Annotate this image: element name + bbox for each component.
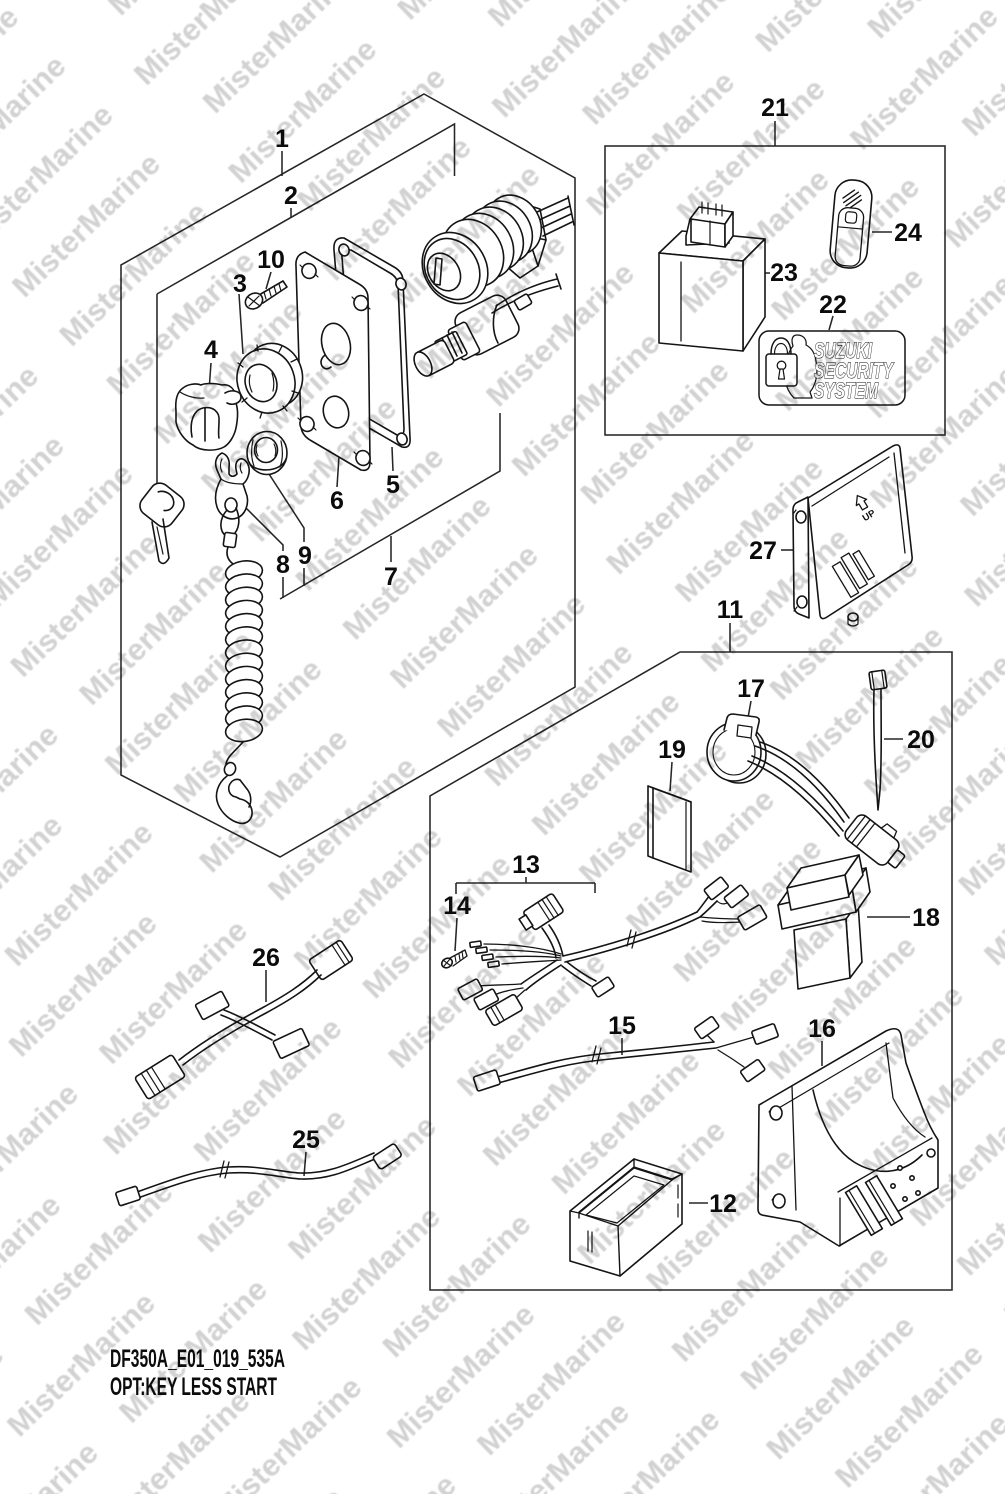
svg-text:23: 23 [770,259,798,287]
svg-text:9: 9 [298,542,312,570]
svg-text:20: 20 [907,726,935,754]
svg-text:19: 19 [658,736,686,764]
svg-text:16: 16 [808,1015,836,1043]
svg-text:SYSTEM: SYSTEM [814,378,878,403]
svg-text:OPT:KEY LESS START: OPT:KEY LESS START [110,1373,277,1401]
svg-text:21: 21 [761,94,789,122]
svg-text:12: 12 [709,1190,737,1218]
svg-text:27: 27 [749,537,777,565]
svg-text:15: 15 [608,1012,636,1040]
svg-text:DF350A_E01_019_535A: DF350A_E01_019_535A [110,1345,285,1373]
svg-text:17: 17 [737,675,765,703]
svg-text:2: 2 [284,182,298,210]
svg-text:8: 8 [276,551,290,579]
svg-text:26: 26 [252,944,280,972]
svg-text:5: 5 [386,471,400,499]
svg-text:4: 4 [204,336,218,364]
svg-text:18: 18 [912,904,940,932]
svg-text:22: 22 [819,291,847,319]
svg-text:13: 13 [512,851,540,879]
svg-text:SECURITY: SECURITY [814,358,895,383]
svg-text:24: 24 [894,219,922,247]
svg-text:10: 10 [257,246,285,274]
svg-text:6: 6 [330,487,344,515]
svg-text:7: 7 [384,563,398,591]
svg-text:14: 14 [443,892,471,920]
svg-text:3: 3 [233,270,247,298]
svg-text:1: 1 [275,125,289,153]
svg-text:25: 25 [292,1126,320,1154]
svg-text:SUZUKI: SUZUKI [814,338,873,363]
svg-text:11: 11 [717,596,744,624]
